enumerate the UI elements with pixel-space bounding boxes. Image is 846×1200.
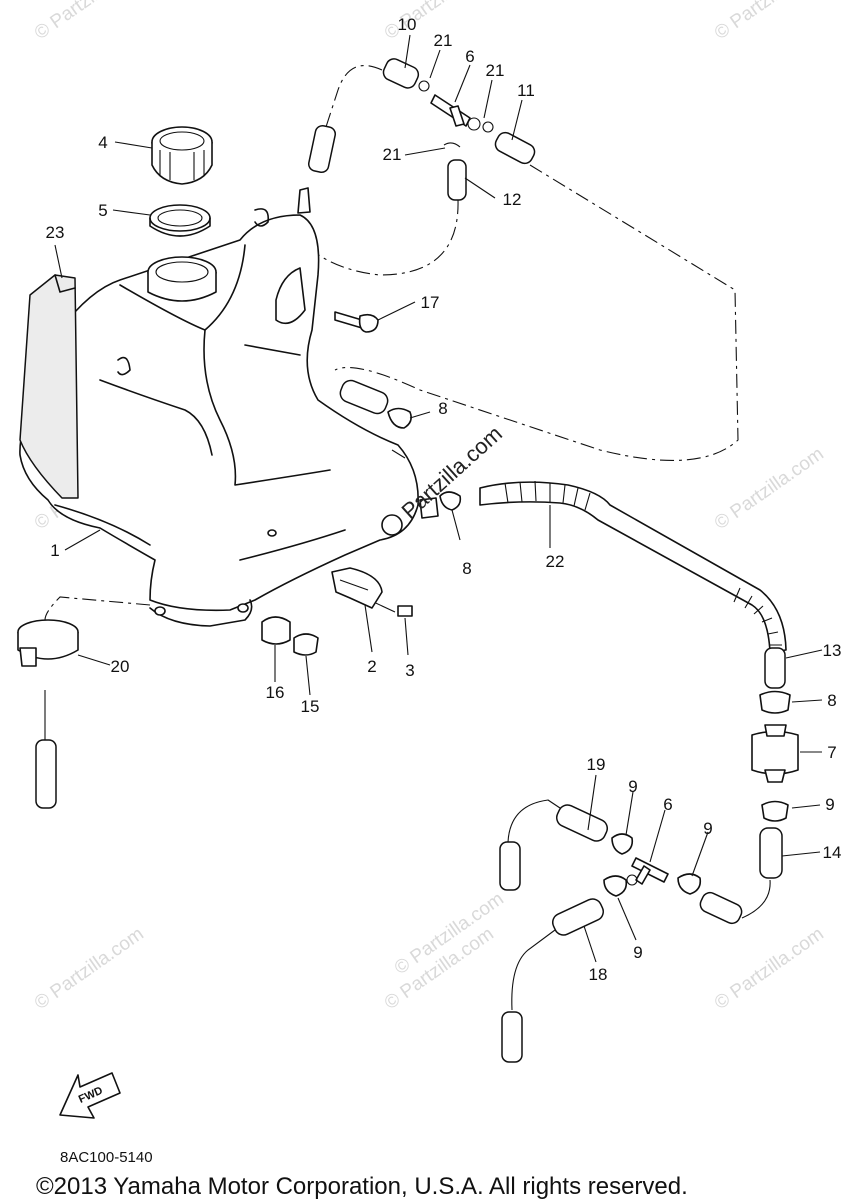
callout-23: 23 xyxy=(46,223,65,242)
callout-10: 10 xyxy=(398,15,417,34)
callout-16: 16 xyxy=(266,683,285,702)
side-cover xyxy=(19,274,79,499)
watermark: © Partzilla.com xyxy=(711,0,828,44)
watermark: © Partzilla.com xyxy=(31,923,148,1014)
tank-band xyxy=(17,619,79,809)
callout-8c: 8 xyxy=(827,691,836,710)
callout-21a: 21 xyxy=(434,31,453,50)
fuel-filter xyxy=(751,690,799,879)
callout-8b: 8 xyxy=(462,559,471,578)
callout-21b: 21 xyxy=(486,61,505,80)
callout-18: 18 xyxy=(589,965,608,984)
callout-1: 1 xyxy=(50,541,59,560)
fuel-tank xyxy=(19,187,439,627)
callout-7: 7 xyxy=(827,743,836,762)
callout-labels: 10 21 6 21 11 4 21 12 5 23 17 8 8 22 1 1… xyxy=(46,15,842,984)
callout-9b: 9 xyxy=(703,819,712,838)
callout-13: 13 xyxy=(823,641,842,660)
callout-17: 17 xyxy=(421,293,440,312)
callout-5: 5 xyxy=(98,201,107,220)
callout-19: 19 xyxy=(587,755,606,774)
callout-6b: 6 xyxy=(663,795,672,814)
watermark: © Partzilla.com xyxy=(31,0,148,44)
forward-arrow-icon: FWD xyxy=(59,1072,121,1119)
callout-3: 3 xyxy=(405,661,414,680)
fuel-cap xyxy=(151,126,213,185)
callout-2: 2 xyxy=(367,657,376,676)
callout-14: 14 xyxy=(823,843,842,862)
watermark: © Partzilla.com xyxy=(711,443,828,534)
flex-fuel-hose xyxy=(479,480,787,689)
bolt xyxy=(334,311,379,333)
callout-9d: 9 xyxy=(633,943,642,962)
callout-6a: 6 xyxy=(465,47,474,66)
callout-4: 4 xyxy=(98,133,107,152)
lower-hose-clamps xyxy=(339,379,462,511)
callout-8a: 8 xyxy=(438,399,447,418)
callout-20: 20 xyxy=(111,657,130,676)
copyright-notice: ©2013 Yamaha Motor Corporation, U.S.A. A… xyxy=(36,1173,688,1200)
cap-gasket xyxy=(149,204,211,237)
lower-hoses xyxy=(499,804,743,1063)
watermark: © Partzilla.com xyxy=(711,923,828,1014)
callout-12: 12 xyxy=(503,190,522,209)
tank-bracket-hardware xyxy=(261,567,413,656)
callout-22: 22 xyxy=(546,552,565,571)
callout-11: 11 xyxy=(517,81,535,100)
callout-9c: 9 xyxy=(825,795,834,814)
callout-leaders xyxy=(54,34,823,963)
callout-21c: 21 xyxy=(383,145,402,164)
upper-vent-hoses xyxy=(307,58,536,201)
hose-routing-lines xyxy=(44,65,771,1011)
diagram-code: 8AC100-5140 xyxy=(60,1149,153,1166)
callout-9a: 9 xyxy=(628,777,637,796)
callout-15: 15 xyxy=(301,697,320,716)
